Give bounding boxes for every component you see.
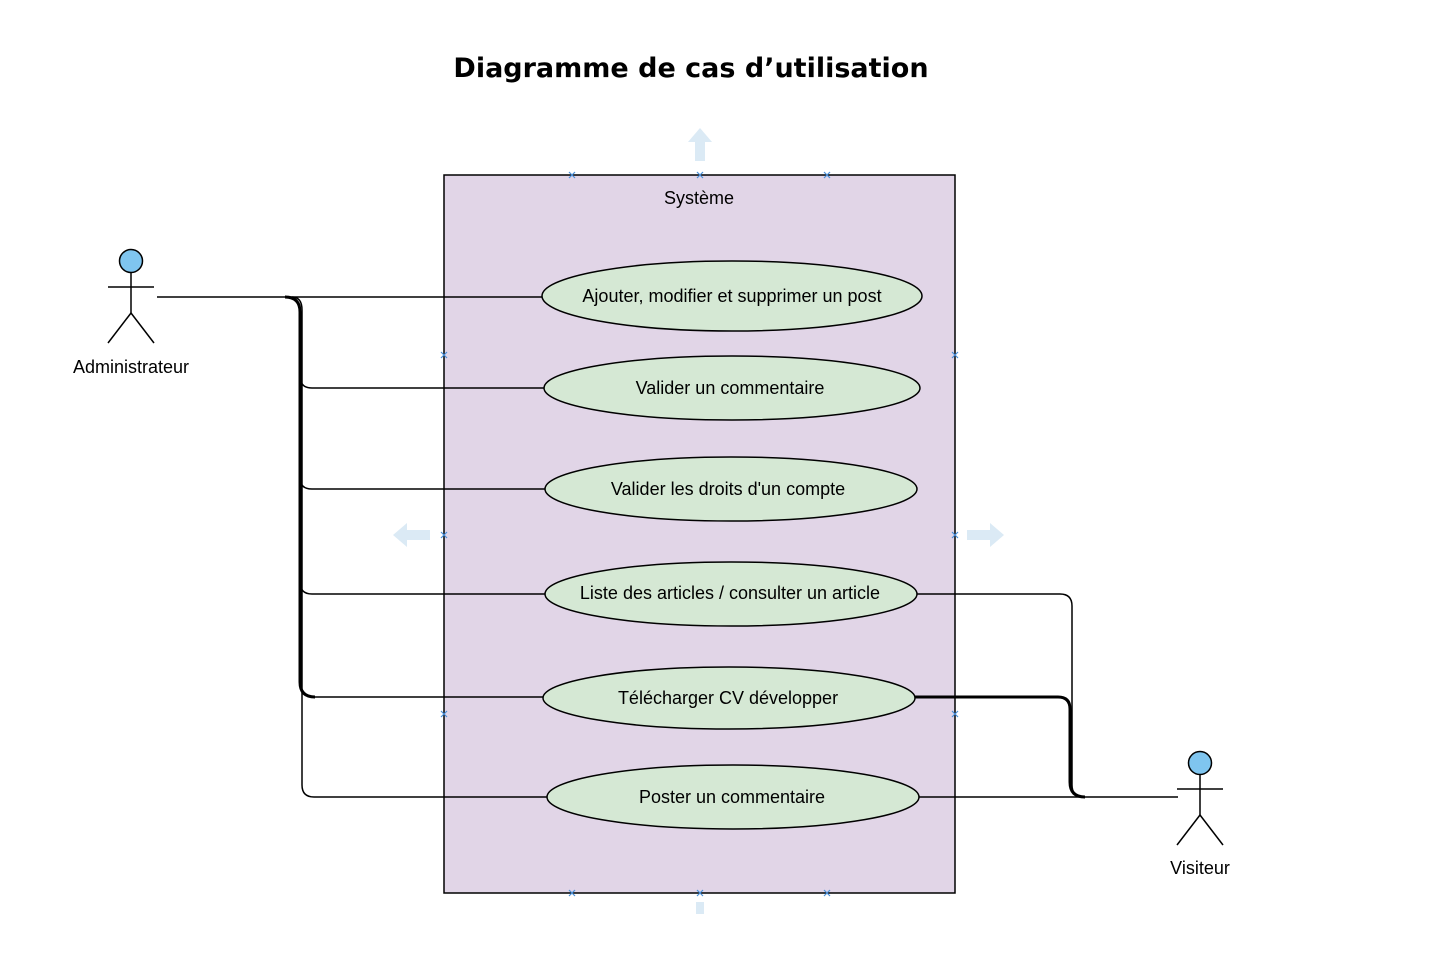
handle-left-1 bbox=[440, 351, 448, 359]
link-admin-uc6 bbox=[291, 296, 548, 798]
use-case-label: Valider les droits d'un compte bbox=[611, 479, 845, 499]
use-case-label: Poster un commentaire bbox=[639, 787, 825, 807]
system-label: Système bbox=[664, 188, 734, 208]
actor-administrateur[interactable]: Administrateur bbox=[73, 248, 189, 378]
handle-bottom-right bbox=[823, 889, 831, 897]
use-case-ellipse[interactable] bbox=[542, 666, 916, 730]
actor-visiteur[interactable]: Visiteur bbox=[1170, 750, 1230, 879]
handle-right-1 bbox=[951, 351, 959, 359]
admin-associations[interactable] bbox=[157, 295, 548, 798]
link-visitor-uc5 bbox=[915, 695, 1086, 799]
use-case[interactable]: Valider les droits d'un compte bbox=[544, 456, 918, 522]
use-case-ellipse[interactable] bbox=[546, 764, 920, 830]
link-admin-uc4 bbox=[299, 581, 546, 595]
handle-left-2 bbox=[440, 531, 448, 539]
resize-hint-arrows[interactable] bbox=[393, 128, 1004, 914]
use-case[interactable]: Liste des articles / consulter un articl… bbox=[544, 561, 918, 627]
use-case-ellipse[interactable] bbox=[541, 260, 923, 332]
handle-top-left bbox=[568, 171, 576, 179]
use-case-ellipse[interactable] bbox=[544, 456, 918, 522]
use-case-ellipse[interactable] bbox=[544, 561, 918, 627]
actor-label: Administrateur bbox=[73, 357, 189, 377]
use-case-ellipse[interactable] bbox=[543, 355, 921, 421]
handle-bottom-left bbox=[568, 889, 576, 897]
arrow-down-icon[interactable] bbox=[696, 902, 704, 914]
diagram-title: Diagramme de cas d’utilisation bbox=[453, 53, 928, 84]
use-case-label: Ajouter, modifier et supprimer un post bbox=[582, 286, 881, 306]
stick-figure-icon bbox=[1176, 750, 1224, 846]
selection-handles[interactable] bbox=[440, 171, 959, 897]
use-case[interactable]: Poster un commentaire bbox=[546, 764, 920, 830]
admin-trunk bbox=[284, 295, 316, 699]
handle-left-3 bbox=[440, 710, 448, 718]
handle-right-2 bbox=[951, 531, 959, 539]
arrow-right-icon[interactable] bbox=[967, 523, 1004, 547]
link-admin-uc2 bbox=[299, 375, 546, 389]
handle-bottom-mid bbox=[696, 889, 704, 897]
actor-label: Visiteur bbox=[1170, 858, 1230, 878]
visitor-associations[interactable] bbox=[915, 593, 1178, 799]
use-case-label: Télécharger CV développer bbox=[618, 688, 838, 708]
use-case[interactable]: Télécharger CV développer bbox=[542, 666, 916, 730]
use-case[interactable]: Ajouter, modifier et supprimer un post bbox=[541, 260, 923, 332]
handle-right-3 bbox=[951, 710, 959, 718]
stick-figure-icon bbox=[107, 248, 155, 344]
use-case-label: Liste des articles / consulter un articl… bbox=[580, 583, 880, 603]
use-case[interactable]: Valider un commentaire bbox=[543, 355, 921, 421]
link-admin-uc3 bbox=[299, 477, 546, 490]
arrow-left-icon[interactable] bbox=[393, 523, 430, 547]
use-case-label: Valider un commentaire bbox=[636, 378, 825, 398]
handle-top-right bbox=[823, 171, 831, 179]
arrow-up-icon[interactable] bbox=[688, 128, 712, 161]
handle-top-mid bbox=[696, 171, 704, 179]
